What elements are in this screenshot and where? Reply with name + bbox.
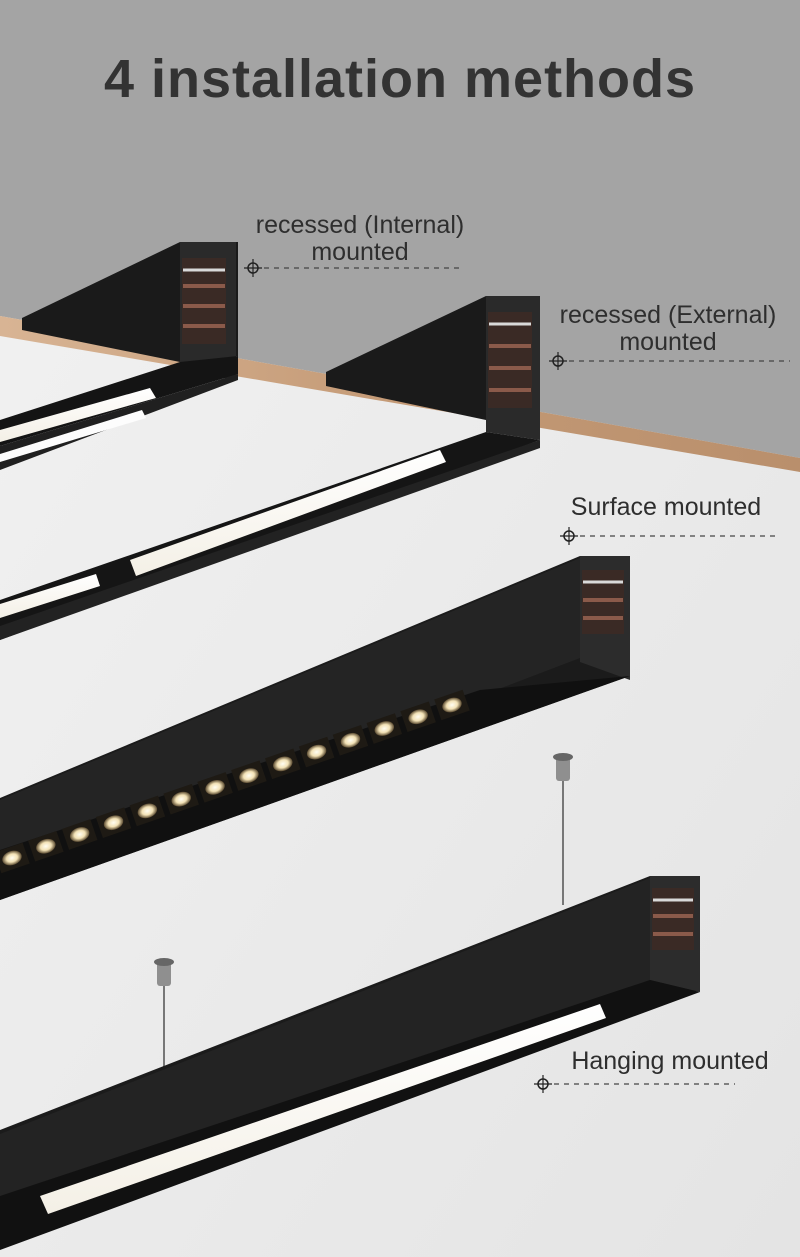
label-hanging-mounted: Hanging mounted bbox=[557, 1048, 783, 1075]
led-cell bbox=[265, 748, 301, 780]
hanging-mounted-fixture bbox=[0, 753, 700, 1250]
recessed-internal-fixture bbox=[0, 242, 238, 470]
led-cell bbox=[28, 830, 64, 862]
led-cell bbox=[298, 736, 335, 768]
led-cell bbox=[163, 783, 199, 815]
led-cell bbox=[332, 725, 369, 756]
led-cell bbox=[197, 772, 233, 803]
recessed-external-fixture bbox=[0, 296, 540, 640]
led-cell bbox=[434, 689, 470, 721]
led-cell bbox=[129, 795, 166, 827]
led-cell bbox=[0, 842, 30, 874]
label-recessed-internal-line2: mounted bbox=[311, 238, 409, 266]
label-hanging-mounted-text: Hanging mounted bbox=[571, 1047, 769, 1075]
surface-mounted-fixture bbox=[0, 556, 630, 900]
leader-internal bbox=[244, 259, 460, 277]
page-title: 4 installation methods bbox=[103, 49, 697, 109]
led-cell bbox=[366, 713, 403, 744]
led-cell bbox=[95, 807, 132, 838]
led-cell bbox=[61, 819, 98, 850]
leader-external bbox=[549, 352, 790, 370]
label-recessed-external-line2: mounted bbox=[619, 328, 717, 356]
led-cell bbox=[231, 760, 267, 791]
label-surface-mounted-text: Surface mounted bbox=[570, 493, 762, 521]
label-recessed-external-line1: recessed (External) bbox=[559, 301, 777, 329]
led-cell bbox=[400, 701, 436, 733]
label-recessed-internal: recessed (Internal) mounted bbox=[240, 212, 480, 266]
label-recessed-external: recessed (External) mounted bbox=[543, 302, 793, 356]
label-surface-mounted: Surface mounted bbox=[556, 494, 776, 521]
leader-hanging bbox=[534, 1075, 735, 1093]
label-recessed-internal-line1: recessed (Internal) bbox=[255, 211, 465, 239]
leader-surface bbox=[560, 527, 775, 545]
